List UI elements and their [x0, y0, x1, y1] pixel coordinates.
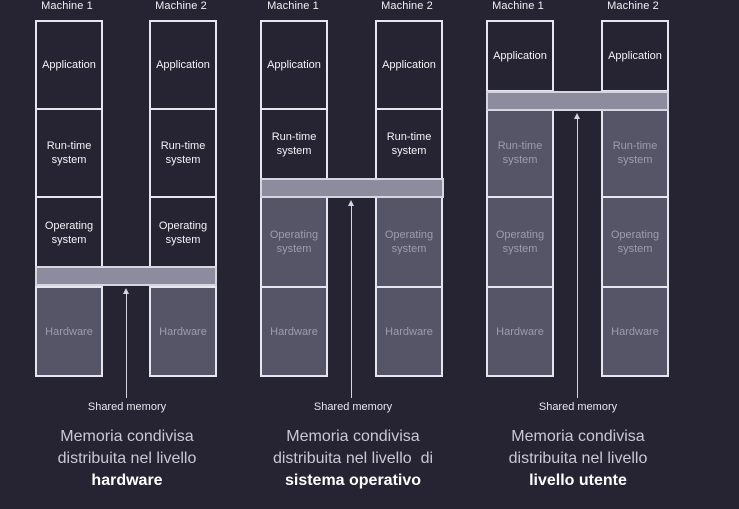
operating-system-layer: Operating system: [601, 196, 669, 288]
shared-memory-label: Shared memory: [313, 401, 393, 413]
shared-memory-bar: [260, 178, 444, 198]
machine-1-stack: Application Run-time system Operating sy…: [260, 20, 328, 377]
application-layer: Application: [486, 20, 554, 92]
caption: Memoria condivisa distribuita nel livell…: [240, 426, 466, 492]
caption-line-2: distribuita nel livello di: [272, 450, 434, 467]
caption-level: livello utente: [529, 472, 627, 489]
machine-2-label: Machine 2: [381, 0, 433, 12]
operating-system-layer: Operating system: [486, 196, 554, 288]
machine-2-label: Machine 2: [155, 0, 207, 12]
machine-1-stack: Application Run-time system Operating sy…: [486, 20, 554, 377]
panel-user-dsm: Machine 1 Machine 2 Application Run-time…: [465, 0, 691, 509]
runtime-system-layer: Run-time system: [149, 108, 217, 198]
machine-2-label: Machine 2: [607, 0, 659, 12]
operating-system-layer: Operating system: [260, 196, 328, 288]
runtime-system-layer: Run-time system: [35, 108, 103, 198]
shared-memory-bar: [486, 91, 669, 111]
caption: Memoria condivisa distribuita nel livell…: [465, 426, 691, 492]
caption-level: hardware: [91, 472, 163, 489]
caption-line-1: Memoria condivisa: [60, 428, 194, 445]
hardware-layer: Hardware: [149, 286, 217, 377]
machine-2-stack: Application Run-time system Operating sy…: [601, 20, 669, 377]
application-layer: Application: [601, 20, 669, 92]
arrow-head: [348, 200, 354, 206]
machine-2-stack: Application Run-time system Operating sy…: [149, 20, 217, 377]
application-layer: Application: [35, 20, 103, 110]
machine-1-label: Machine 1: [41, 0, 93, 12]
application-layer: Application: [260, 20, 328, 110]
machine-1-label: Machine 1: [267, 0, 319, 12]
arrow-line: [577, 118, 578, 398]
hardware-layer: Hardware: [260, 286, 328, 377]
arrow-head: [123, 288, 129, 294]
machine-1-label: Machine 1: [492, 0, 544, 12]
operating-system-layer: Operating system: [35, 196, 103, 269]
runtime-system-layer: Run-time system: [486, 108, 554, 198]
hardware-layer: Hardware: [375, 286, 443, 377]
shared-memory-bar: [35, 266, 217, 286]
arrow-line: [351, 205, 352, 398]
machine-1-stack: Application Run-time system Operating sy…: [35, 20, 103, 377]
caption-line-2: distribuita nel livello: [57, 450, 197, 467]
panel-hardware-dsm: Machine 1 Machine 2 Application Run-time…: [14, 0, 240, 509]
caption: Memoria condivisa distribuita nel livell…: [14, 426, 240, 492]
hardware-layer: Hardware: [601, 286, 669, 377]
caption-level: sistema operativo: [284, 472, 422, 489]
shared-memory-label: Shared memory: [538, 401, 618, 413]
operating-system-layer: Operating system: [149, 196, 217, 269]
machine-2-stack: Application Run-time system Operating sy…: [375, 20, 443, 377]
application-layer: Application: [149, 20, 217, 110]
hardware-layer: Hardware: [486, 286, 554, 377]
shared-memory-label: Shared memory: [87, 401, 167, 413]
caption-line-2: distribuita nel livello: [508, 450, 648, 467]
arrow-head: [574, 113, 580, 119]
application-layer: Application: [375, 20, 443, 110]
caption-line-1: Memoria condivisa: [286, 428, 420, 445]
caption-line-1: Memoria condivisa: [511, 428, 645, 445]
runtime-system-layer: Run-time system: [601, 108, 669, 198]
arrow-line: [126, 293, 127, 398]
runtime-system-layer: Run-time system: [375, 108, 443, 180]
runtime-system-layer: Run-time system: [260, 108, 328, 180]
operating-system-layer: Operating system: [375, 196, 443, 288]
hardware-layer: Hardware: [35, 286, 103, 377]
panel-os-dsm: Machine 1 Machine 2 Application Run-time…: [240, 0, 466, 509]
